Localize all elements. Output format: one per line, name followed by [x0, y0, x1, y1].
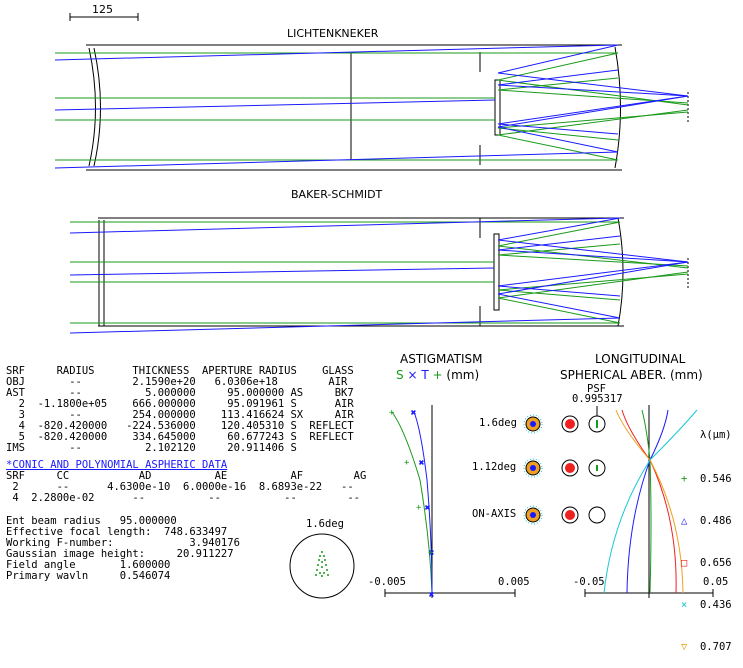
wavelength-entry: × 0.436: [681, 598, 732, 612]
summary-line: Gaussian image height: 20.911227: [6, 548, 234, 560]
wavelength-entry: △ 0.486: [681, 514, 732, 528]
wavelength-entry: ▽ 0.707: [681, 640, 732, 654]
conic-table-row: 4 2.2800e-02 -- -- -- --: [6, 492, 361, 504]
svg-text:+: +: [428, 548, 434, 558]
astig-x-min: -0.005: [368, 576, 406, 588]
scale-bar-label: 125: [92, 3, 113, 16]
scale-bar: [69, 13, 139, 21]
lens-table-row: OBJ -- 2.1590e+20 6.0306e+18 AIR: [6, 376, 348, 388]
svg-text:×: ×: [411, 408, 416, 417]
astig-tangential-markers: × × × × ×: [411, 408, 435, 600]
wavelength-entry: + 0.546: [681, 472, 732, 486]
svg-text:×: ×: [425, 503, 430, 512]
lsa-title-line1: LONGITUDINAL: [595, 352, 686, 366]
wavelength-marker-icon: +: [681, 473, 688, 485]
lsa-x-min: -0.05: [573, 576, 605, 588]
summary-line: Ent beam radius 95.000000: [6, 515, 177, 527]
astig-legend-t: T: [421, 368, 429, 382]
wavelength-value: 0.707: [699, 641, 732, 653]
svg-text:×: ×: [429, 590, 434, 599]
svg-text:+: +: [389, 408, 395, 418]
lsa-title: SPHERICAL ABER.: [560, 368, 667, 382]
lens-table-row: IMS -- 2.102120 20.911406 S: [6, 442, 297, 454]
summary-line: Primary wavln 0.546074: [6, 570, 171, 582]
lsa-plot: [584, 405, 714, 598]
wavelength-value: 0.656: [699, 557, 732, 569]
svg-text:×: ×: [419, 458, 424, 467]
lens-table-row: 4 -820.420000 -224.536000 120.405310 S R…: [6, 420, 354, 432]
astig-sagittal-markers: + + + +: [389, 408, 434, 558]
wavelength-legend: + 0.546 △ 0.486 □ 0.656 × 0.436 ▽ 0.707: [681, 444, 732, 668]
lsa-x-max: 0.05: [703, 576, 729, 588]
lens-table-row: AST -- 5.000000 95.000000 AS BK7: [6, 387, 354, 399]
design-title-lichtenkneker: LICHTENKNEKER: [287, 27, 379, 40]
summary-line: Working F-number: 3.940176: [6, 537, 240, 549]
astig-units: (mm): [446, 368, 480, 382]
wavelength-marker-icon: □: [681, 557, 688, 569]
astig-legend-plus: +: [432, 368, 443, 382]
design-title-baker-schmidt: BAKER-SCHMIDT: [291, 188, 383, 201]
psf-value: 0.995317: [572, 393, 623, 405]
wavelength-marker-icon: △: [681, 515, 688, 527]
spot-diagram: [289, 533, 355, 599]
lsa-units: (mm): [670, 368, 703, 382]
astig-legend-x: ×: [407, 368, 418, 382]
conic-table-row: 2 -- 4.6300e-10 6.0000e-16 8.6893e-22 --: [6, 481, 354, 493]
svg-text:+: +: [416, 503, 422, 513]
astigmatism-plot: × × × × × + + + +: [384, 405, 516, 600]
svg-text:×: ×: [429, 548, 434, 557]
astig-legend: S × T + (mm): [396, 368, 479, 382]
wavelength-value: 0.436: [699, 599, 732, 611]
baker-schmidt-layout: [69, 217, 689, 334]
layout-drawing: × × × × × + + + +: [54, 13, 714, 600]
lichtenkneker-layout: [54, 44, 689, 171]
lsa-title-line2: SPHERICAL ABER. (mm): [560, 368, 703, 382]
lens-table-header: SRF RADIUS THICKNESS APERTURE RADIUS GLA…: [6, 365, 354, 377]
psf-field-label: ON-AXIS: [472, 508, 517, 520]
lens-table-row: 5 -820.420000 334.645000 60.677243 S REF…: [6, 431, 354, 443]
lens-data-table: SRF RADIUS THICKNESS APERTURE RADIUS GLA…: [6, 366, 366, 582]
wavelength-value: 0.546: [699, 473, 732, 485]
astig-x-max: 0.005: [498, 576, 530, 588]
wavelength-value: 0.486: [699, 515, 732, 527]
wavelength-marker-icon: ×: [681, 599, 688, 611]
psf-label: PSF: [587, 383, 606, 395]
summary-line: Field angle 1.600000: [6, 559, 171, 571]
lens-table-row: 3 -- 254.000000 113.416624 SX AIR: [6, 409, 354, 421]
lens-table-row: 2 -1.1800e+05 666.000000 95.091961 S AIR: [6, 398, 354, 410]
psf-field-label: 1.6deg: [479, 417, 517, 429]
conic-table-header: SRF CC AD AE AF AG: [6, 470, 367, 482]
svg-text:+: +: [404, 458, 410, 468]
wavelength-marker-icon: ▽: [681, 641, 688, 653]
psf-field-label: 1.12deg: [472, 461, 517, 473]
wavelength-entry: □ 0.656: [681, 556, 732, 570]
spot-field-label: 1.6deg: [306, 518, 344, 530]
conic-data-link[interactable]: *CONIC AND POLYNOMIAL ASPHERIC DATA: [6, 459, 228, 471]
astig-legend-s: S: [396, 368, 404, 382]
spot-pattern: [315, 551, 329, 577]
wavelength-legend-title: λ(μm): [700, 429, 732, 441]
summary-line: Effective focal length: 748.633497: [6, 526, 228, 538]
astig-title: ASTIGMATISM: [400, 352, 483, 366]
psf-spots: [523, 406, 606, 525]
